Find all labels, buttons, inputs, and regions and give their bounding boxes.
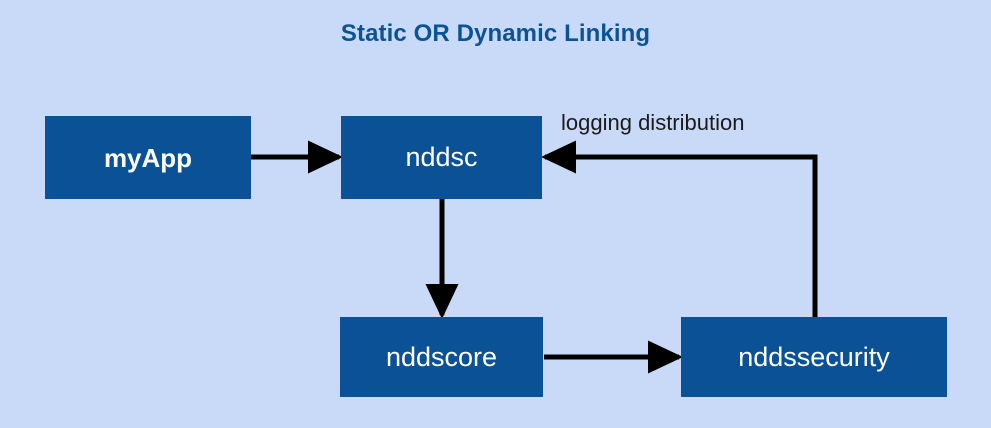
node-nddssecurity[interactable]: nddssecurity (681, 317, 947, 397)
node-nddssecurity-label: nddssecurity (738, 341, 890, 372)
node-nddsc-label: nddsc (405, 142, 478, 172)
page-title: Static OR Dynamic Linking (340, 20, 651, 47)
edge-label-logging-distribution: logging distribution (561, 110, 745, 135)
node-myapp-label: myApp (103, 142, 193, 173)
edge-nddssecurity-to-nddsc (540, 140, 818, 317)
node-nddsc[interactable]: nddsc (341, 116, 542, 199)
node-myapp[interactable]: myApp (45, 116, 251, 199)
node-nddscore[interactable]: nddscore (340, 317, 543, 397)
node-nddscore-label: nddscore (385, 341, 498, 372)
